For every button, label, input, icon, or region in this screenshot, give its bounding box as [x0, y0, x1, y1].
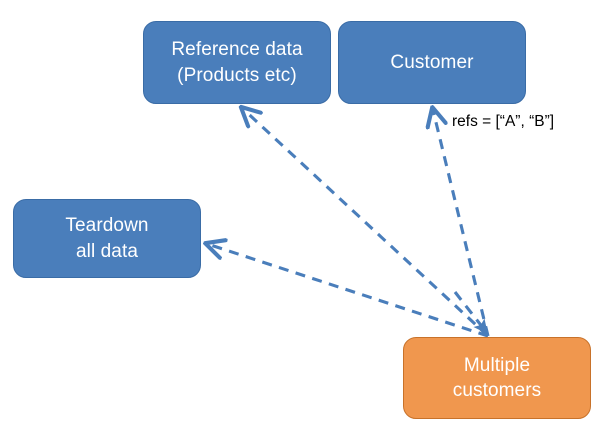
node-customer[interactable]: Customer: [338, 21, 526, 104]
node-multiple-customers[interactable]: Multiple customers: [403, 337, 591, 419]
node-customer-label: Customer: [390, 51, 474, 73]
node-reference-data[interactable]: Reference data (Products etc): [143, 21, 331, 104]
edge-multiple-to-self: [453, 291, 489, 335]
edge-multiple-to-customer: [433, 108, 490, 337]
node-teardown-all-data-label: Teardown all data: [65, 215, 149, 262]
node-teardown-all-data[interactable]: Teardown all data: [13, 199, 201, 278]
edge-multiple-to-reference-data: [242, 108, 490, 338]
edge-multiple-to-teardown: [206, 244, 489, 338]
node-multiple-customers-label: Multiple customers: [452, 354, 542, 401]
edge-label-refs: refs = [“A”, “B”]: [452, 113, 555, 130]
node-reference-data-label: Reference data (Products etc): [171, 39, 303, 86]
